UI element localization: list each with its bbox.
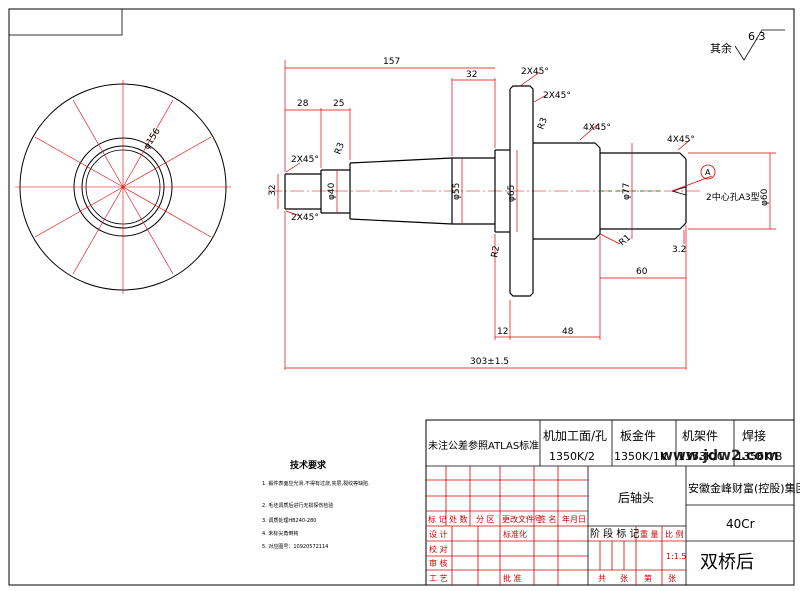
tb-code-1: 1350K/2: [549, 450, 595, 463]
tb-part-name: 后轴头: [618, 490, 654, 505]
center-hole-label: 2中心孔A3型: [706, 191, 760, 203]
drawing-number-box: [8, 8, 123, 36]
dim-157: 157: [383, 57, 400, 67]
watermark-text: www.jdw2.com: [660, 448, 779, 464]
tb-code-3: 1353K/C: [678, 450, 725, 463]
dim-phi65: φ65: [507, 185, 517, 202]
tb-tolerance-note: 未注公差参照ATLAS标准: [428, 439, 539, 452]
dim-28: 28: [297, 99, 309, 109]
dim-r3-left: R3: [333, 141, 346, 156]
tb-standard: 标准化: [503, 529, 527, 539]
title-block: [425, 419, 795, 586]
tb-total: 共: [598, 574, 606, 583]
chamfer-label-5: 4X45°: [583, 123, 611, 133]
tb-welding: 焊接: [742, 428, 766, 443]
dimension-texts: 157 32 28 25 303±1.5 12 48 60 32 φ40 φ55…: [268, 57, 770, 367]
dimension-lines: [277, 60, 776, 370]
dim-32-top: 32: [466, 70, 477, 80]
tb-scale: 1:1.5: [666, 552, 687, 561]
dim-60-horizontal: 60: [636, 267, 648, 277]
dim-3-2: 3.2: [672, 245, 686, 255]
dim-48: 48: [562, 327, 574, 337]
tb-zone: 分 区: [476, 515, 495, 524]
technical-requirements: 技术要求 1. 锻件表面应光滑,不得有过烧,夹层,裂纹等缺陷. 2. 毛坯调质后…: [262, 459, 370, 550]
tb-code-4: 1356K/B: [736, 450, 782, 463]
dim-phi32: 32: [268, 185, 278, 196]
dim-phi55: φ55: [452, 183, 462, 200]
tb-signature: 签 名: [538, 514, 557, 524]
tb-review: 审 核: [429, 558, 448, 568]
tb-code-2: 1350K/1K: [614, 450, 668, 463]
dim-25: 25: [333, 99, 344, 109]
dim-phi60: φ60: [760, 188, 770, 206]
dim-r1: R1: [618, 233, 634, 248]
tb-mark: 标 记: [428, 514, 447, 524]
tb-material: 40Cr: [726, 517, 755, 531]
tech-req-title: 技术要求: [290, 459, 327, 471]
tb-weight: 重 量: [640, 529, 659, 539]
dim-r2: R2: [490, 245, 502, 259]
chamfer-label-1: 2X45°: [521, 67, 549, 77]
drawing-border: [8, 8, 795, 586]
tb-machined: 机加工面/孔: [543, 429, 607, 443]
dim-303: 303±1.5: [470, 357, 509, 367]
tech-req-item-3: 3. 调质处理HB240-280: [262, 517, 316, 524]
tech-req-item-2: 2. 毛坯调质后进行无损探伤检验: [262, 502, 333, 509]
dim-phi77: φ77: [622, 183, 632, 200]
dim-phi40: φ40: [327, 182, 337, 200]
tb-process: 工 艺: [429, 574, 448, 583]
chamfer-label-2: 2X45°: [543, 91, 571, 101]
dim-r3-right: R3: [536, 116, 549, 131]
tb-ratio: 比 例: [665, 529, 684, 539]
chamfer-label-3: 2X45°: [291, 155, 319, 165]
tb-design: 设 计: [429, 529, 448, 539]
tb-date: 年月日: [562, 514, 586, 524]
tb-check: 校 对: [429, 544, 448, 554]
tb-sheet-metal: 板金件: [620, 428, 656, 443]
tech-req-item-5: 5. 对应图号：10920572114: [262, 543, 328, 550]
end-view: φ156: [15, 80, 231, 294]
datum-letter: A: [705, 168, 711, 177]
dim-12: 12: [497, 327, 508, 337]
chamfer-label-6: 4X45°: [667, 135, 695, 145]
tb-sheets-1: 张: [620, 574, 628, 583]
tb-approve: 批 准: [503, 573, 522, 583]
surface-finish-value: 6.3: [748, 30, 766, 43]
datum-a-circle: [700, 164, 716, 180]
surface-finish-symbol: 6.3 其余: [710, 29, 785, 61]
title-block-texts: 未注公差参照ATLAS标准 机加工面/孔 板金件 机架件 焊接 1350K/2 …: [428, 428, 800, 583]
tb-assembly: 双桥后: [700, 552, 754, 573]
tb-frame: 机架件: [682, 429, 718, 443]
tb-sheets-2: 张: [668, 574, 676, 583]
tb-company: 安徽金峰财富(控股)集团: [688, 481, 800, 495]
chamfer-label-4: 2X45°: [291, 213, 319, 223]
tech-req-item-4: 4. 未标尖角倒钝: [262, 530, 298, 537]
end-view-diameter: φ156: [142, 126, 163, 151]
surface-finish-label: 其余: [710, 41, 732, 55]
tech-req-item-1: 1. 锻件表面应光滑,不得有过烧,夹层,裂纹等缺陷.: [262, 480, 370, 487]
shaft-side-view: [268, 85, 700, 297]
tb-change-doc: 更改文件号: [502, 514, 542, 524]
tb-sheet-no: 第: [644, 573, 652, 583]
tb-stage-mark: 阶 段 标 记: [590, 527, 640, 540]
tb-count: 处 数: [449, 514, 468, 524]
